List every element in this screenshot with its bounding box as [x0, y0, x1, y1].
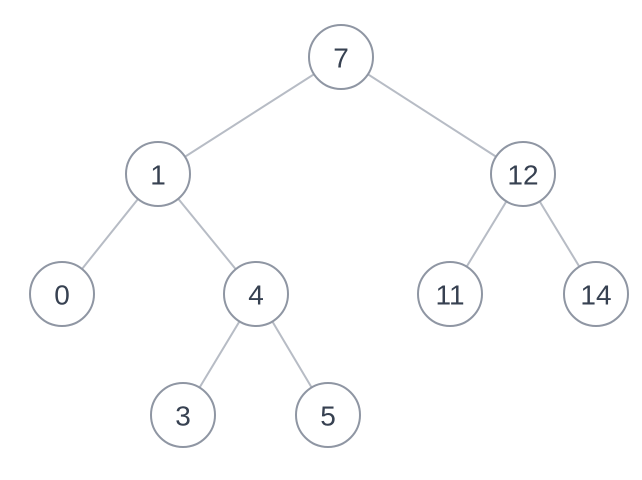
tree-node-circle-4	[223, 261, 289, 327]
tree-node-circle-5	[295, 382, 361, 448]
tree-node-label-12: 12	[507, 160, 538, 191]
tree-node-0: 0	[29, 261, 95, 327]
tree-node-4: 4	[223, 261, 289, 327]
tree-node-label-7: 7	[333, 43, 349, 74]
tree-node-circle-11	[417, 261, 483, 327]
tree-node-circle-7	[308, 24, 374, 90]
tree-node-label-5: 5	[320, 401, 336, 432]
tree-node-label-3: 3	[175, 401, 191, 432]
tree-node-circle-14	[563, 261, 629, 327]
tree-node-circle-12	[490, 141, 556, 207]
tree-node-12: 12	[490, 141, 556, 207]
tree-edge-7-1	[157, 56, 342, 175]
tree-node-circle-0	[29, 261, 95, 327]
tree-node-11: 11	[417, 261, 483, 327]
tree-node-circle-1	[125, 141, 191, 207]
tree-node-label-4: 4	[248, 280, 264, 311]
tree-node-label-14: 14	[580, 280, 611, 311]
tree-node-label-0: 0	[54, 280, 70, 311]
tree-node-3: 3	[150, 382, 216, 448]
tree-node-label-11: 11	[435, 280, 464, 311]
tree-node-circle-3	[150, 382, 216, 448]
tree-node-5: 5	[295, 382, 361, 448]
tree-node-1: 1	[125, 141, 191, 207]
tree-edges	[61, 56, 597, 416]
tree-node-7: 7	[308, 24, 374, 90]
tree-node-14: 14	[563, 261, 629, 327]
tree-edge-7-12	[340, 56, 524, 175]
tree-node-label-1: 1	[150, 160, 166, 191]
